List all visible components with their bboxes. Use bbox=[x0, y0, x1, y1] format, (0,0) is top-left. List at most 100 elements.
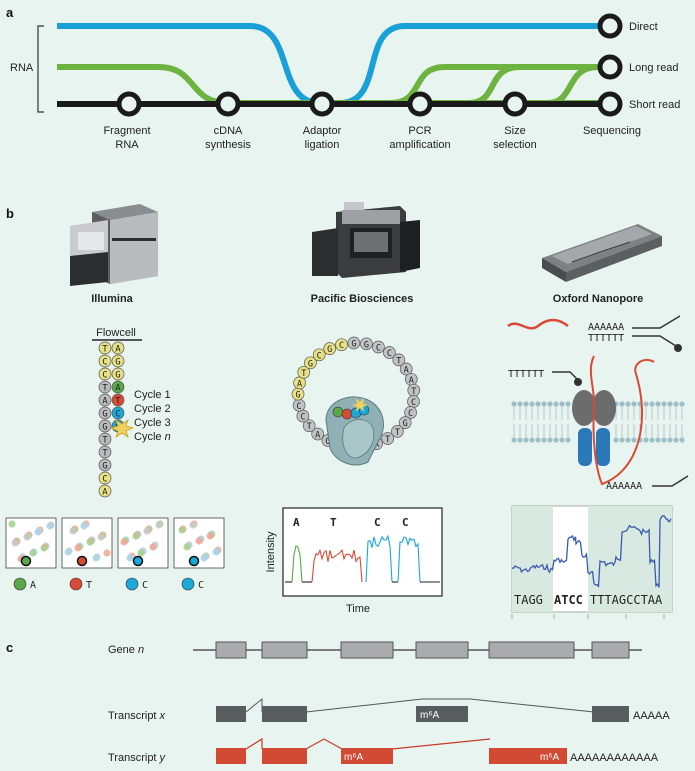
smrt-base-letter: C bbox=[317, 351, 322, 361]
platform-label-nanopore: Oxford Nanopore bbox=[553, 293, 643, 305]
base-letter: T bbox=[102, 449, 108, 459]
adapter bbox=[632, 315, 681, 347]
tether-head bbox=[574, 378, 582, 386]
poly-a-tail-y: AAAAAAAAAAAA bbox=[570, 752, 659, 764]
base-letter: A bbox=[115, 345, 121, 355]
lipid-head bbox=[667, 401, 673, 407]
lipid-head bbox=[619, 401, 625, 407]
cluster-dot bbox=[132, 532, 140, 540]
smrt-base bbox=[312, 348, 326, 362]
primer-tether bbox=[552, 371, 579, 381]
poly-a-tail-x: AAAAA bbox=[633, 710, 670, 722]
step-label: Fragment bbox=[103, 125, 150, 137]
base-letter: C bbox=[102, 371, 107, 381]
trace-segment bbox=[397, 536, 421, 583]
lipid-head bbox=[643, 401, 649, 407]
smrt-base-letter: A bbox=[404, 366, 409, 376]
smrt-base bbox=[297, 365, 311, 379]
step-label: RNA bbox=[115, 139, 139, 151]
base-circle bbox=[98, 380, 112, 394]
cycle-label: Cycle n bbox=[134, 431, 171, 443]
smrt-base bbox=[311, 427, 325, 441]
base-letter: T bbox=[102, 436, 108, 446]
smrt-base bbox=[304, 356, 317, 370]
cluster-dot bbox=[178, 526, 186, 534]
cluster-dot bbox=[74, 544, 82, 552]
smrt-base bbox=[323, 342, 337, 355]
smrt-base-letter: G bbox=[403, 419, 408, 429]
trace-letter: T bbox=[330, 516, 337, 529]
cycle-label: Cycle 1 bbox=[134, 389, 171, 401]
base-circle bbox=[98, 367, 112, 381]
transcript-y: m⁶A m⁶A AAAAAAAAAAAA bbox=[216, 737, 659, 764]
lipid-head bbox=[655, 401, 661, 407]
cluster-dot bbox=[23, 533, 31, 541]
step-label: synthesis bbox=[205, 139, 251, 151]
highlighted-cluster bbox=[20, 555, 32, 567]
smrt-base-letter: A bbox=[409, 376, 414, 386]
call-circle bbox=[69, 577, 83, 591]
cluster-dot bbox=[97, 533, 105, 541]
cycle-n-text: Cycle bbox=[134, 431, 165, 443]
cluster-dot bbox=[120, 538, 128, 546]
step-label: cDNA bbox=[214, 125, 243, 137]
cluster-dot bbox=[86, 538, 94, 546]
m6a-mark-y2: m⁶A bbox=[540, 752, 559, 763]
lipid-head bbox=[517, 437, 523, 443]
call-letter: T bbox=[86, 580, 92, 591]
base-circle bbox=[98, 471, 112, 485]
lipid-head bbox=[667, 437, 673, 443]
cluster-dot bbox=[200, 554, 208, 562]
rna-strand bbox=[507, 318, 569, 330]
lipid-head bbox=[547, 437, 553, 443]
smrt-base-letter: G bbox=[327, 345, 332, 355]
call-circle bbox=[13, 577, 27, 591]
lipid-head bbox=[565, 401, 571, 407]
line-label-short-read: Short read bbox=[629, 99, 680, 111]
smrt-base-letter: G bbox=[308, 359, 313, 369]
base-circle bbox=[111, 380, 125, 394]
lipid-head bbox=[655, 437, 661, 443]
panel-label-a: a bbox=[6, 5, 14, 20]
platform-label-illumina: Illumina bbox=[91, 293, 133, 305]
squiggle-band-3 bbox=[588, 506, 672, 612]
trace-segment bbox=[311, 548, 363, 583]
lipid-head bbox=[535, 401, 541, 407]
smrt-base-letter: T bbox=[301, 369, 306, 379]
cluster-dot bbox=[149, 543, 157, 551]
smrt-base bbox=[347, 336, 361, 350]
seq-right: TTTAGCCTAA bbox=[590, 593, 663, 607]
smrt-base bbox=[335, 338, 348, 352]
lipid-head bbox=[649, 437, 655, 443]
base-circle bbox=[98, 341, 112, 355]
row-label-gene: Gene n bbox=[108, 644, 144, 656]
smrt-base-letter: C bbox=[297, 402, 302, 412]
base-circle bbox=[111, 406, 125, 420]
trace-letter: C bbox=[374, 516, 381, 529]
cluster-dot bbox=[92, 554, 100, 562]
base-letter: G bbox=[102, 423, 107, 433]
intensity-axis-label: Intensity bbox=[265, 531, 277, 572]
smrt-base bbox=[381, 432, 395, 445]
cluster-tiles bbox=[5, 517, 225, 569]
base-letter: G bbox=[115, 358, 120, 368]
step-label: Sequencing bbox=[583, 125, 641, 137]
lipid-head bbox=[511, 401, 517, 407]
lipid-head bbox=[649, 401, 655, 407]
step-labels: Fragment RNA cDNA synthesis Adaptor liga… bbox=[103, 125, 641, 151]
step-label: amplification bbox=[389, 139, 450, 151]
lipid-head bbox=[679, 401, 685, 407]
base-letter: C bbox=[102, 475, 107, 485]
call-circle bbox=[181, 577, 195, 591]
trace-letters: A T C C bbox=[293, 516, 409, 529]
cycle-n-italic: n bbox=[165, 431, 171, 443]
seq-mid: ATCC bbox=[554, 593, 583, 607]
pacbio-instrument bbox=[312, 202, 420, 278]
base-letter: T bbox=[102, 384, 108, 394]
rna-bracket bbox=[37, 25, 44, 113]
lipid-head bbox=[673, 401, 679, 407]
smrt-base-letter: T bbox=[307, 422, 312, 432]
smrt-base-letter: C bbox=[387, 349, 392, 359]
cluster-dot bbox=[69, 527, 77, 535]
